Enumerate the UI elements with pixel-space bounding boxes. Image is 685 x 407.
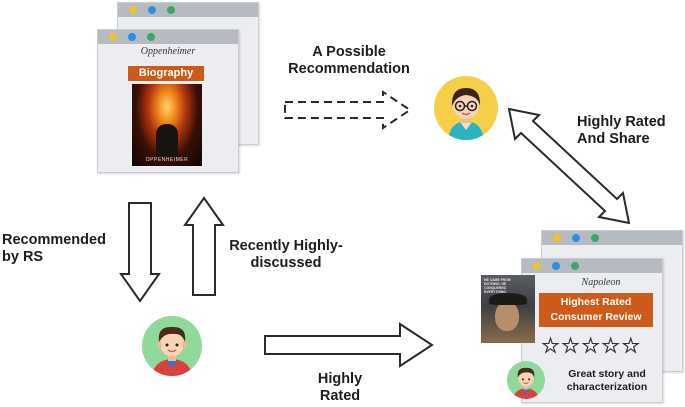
- label-recently-discussed: Recently Highly-discussed: [216, 238, 356, 272]
- star-icon: ★: [581, 336, 600, 357]
- label-highly-rated-share: Highly Rated And Share: [577, 114, 677, 148]
- label-text: Recently Highly-discussed: [229, 238, 343, 271]
- poster-hat: [489, 293, 527, 305]
- window-dot-green: [571, 262, 579, 270]
- avatar-source-user: [142, 316, 202, 376]
- poster-face: [495, 301, 519, 331]
- window-dot-green: [167, 6, 175, 14]
- movie-card-oppenheimer: Oppenheimer Biography OPPENHEIMER: [97, 29, 239, 173]
- window-dot-green: [591, 234, 599, 242]
- up-arrow-recently-discussed: [183, 196, 225, 296]
- poster-title-text: OPPENHEIMER: [145, 157, 189, 163]
- label-highly-rated: Highly Rated: [300, 371, 380, 405]
- highest-rated-banner: Highest Rated Consumer Review: [539, 293, 653, 327]
- star-icon: ★: [541, 336, 560, 357]
- avatar-target-user: [434, 76, 498, 140]
- poster-figure: [156, 124, 178, 158]
- window-dot-yellow: [553, 234, 561, 242]
- star-icon: ★: [561, 336, 580, 357]
- double-arrow-highly-rated-share: [507, 107, 631, 225]
- dashed-arrow-possible-recommendation: [284, 90, 412, 130]
- reviewer-text: Great story and characterization: [566, 368, 648, 393]
- avatar-reviewer: [507, 361, 545, 399]
- label-text: Recommended by RS: [2, 232, 106, 265]
- star-icon: ★: [622, 336, 640, 357]
- window-dot-blue: [148, 6, 156, 14]
- window-dot-yellow: [533, 262, 541, 270]
- window-dot-blue: [128, 33, 136, 41]
- window-titlebar: [98, 30, 238, 44]
- label-text: A Possible Recommendation: [288, 44, 410, 77]
- window-dot-blue: [552, 262, 560, 270]
- genre-banner: Biography: [128, 66, 204, 81]
- label-text: Highly Rated And Share: [577, 114, 666, 147]
- window-titlebar: [542, 231, 682, 245]
- window-dot-yellow: [109, 33, 117, 41]
- poster-tagline: HE CAME FROM NOTHING. HE CONQUERED EVERY…: [484, 278, 511, 294]
- movie-poster-napoleon: HE CAME FROM NOTHING. HE CONQUERED EVERY…: [481, 275, 535, 343]
- movie-title: Oppenheimer: [140, 46, 196, 57]
- movie-poster-oppenheimer: OPPENHEIMER: [132, 84, 202, 166]
- window-titlebar: [522, 259, 662, 273]
- window-dot-green: [147, 33, 155, 41]
- label-recommended-by-rs: Recommended by RS: [2, 232, 118, 266]
- down-arrow-recommended: [119, 202, 161, 303]
- window-dot-blue: [572, 234, 580, 242]
- movie-title: Napoleon: [581, 277, 621, 288]
- boy-icon: [152, 326, 192, 376]
- woman-with-glasses-icon: [448, 88, 484, 140]
- boy-icon: [513, 367, 539, 399]
- right-arrow-highly-rated: [264, 322, 434, 368]
- label-text: Highly Rated: [317, 371, 363, 404]
- label-possible-recommendation: A Possible Recommendation: [281, 44, 417, 78]
- window-dot-yellow: [129, 6, 137, 14]
- star-rating: ★★★★★: [541, 336, 662, 357]
- star-icon: ★: [602, 336, 620, 357]
- window-titlebar: [118, 3, 258, 17]
